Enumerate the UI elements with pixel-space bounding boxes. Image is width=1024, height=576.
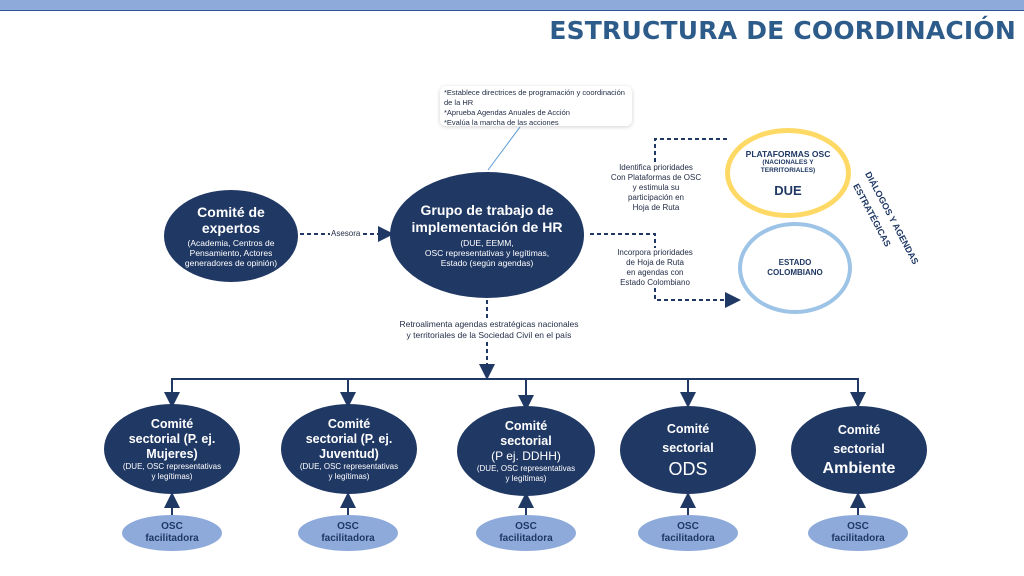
platforms-osc-node: PLATAFORMAS OSC (NACIONALES Y TERRITORIA… (725, 128, 851, 218)
committee-women-body: (DUE, OSC representativas y legítimas) (122, 461, 222, 481)
advise-label: Asesora (330, 229, 362, 239)
callout-pointer (487, 126, 521, 171)
state-node: ESTADO COLOMBIANO (738, 222, 852, 314)
committee-youth-title: Comité sectorial (P. ej. Juventud) (305, 416, 393, 461)
osc-facilitator-2: OSC facilitadora (298, 515, 398, 551)
committee-hr-sub: (P ej. DDHH) (491, 448, 561, 463)
feedback-note: Retroalimenta agendas estratégicas nacio… (362, 319, 616, 341)
osc-facilitator-3: OSC facilitadora (476, 515, 576, 551)
committee-environment: Comité sectorial Ambiente (791, 406, 927, 494)
committee-hr-body: (DUE, OSC representativas y legítimas) (476, 463, 576, 483)
osc-facilitator-5: OSC facilitadora (808, 515, 908, 551)
working-group: Grupo de trabajo de implementación de HR… (390, 172, 584, 298)
platforms-subtitle: (NACIONALES Y TERRITORIALES) (760, 158, 816, 174)
committee-env-title: Comité sectorial (833, 423, 885, 456)
committee-env-big: Ambiente (822, 460, 896, 477)
committee-sdg-title: Comité sectorial (662, 422, 714, 455)
identify-note: Identifica prioridades Con Plataformas d… (596, 163, 716, 213)
callout-box: *Establece directrices de programación y… (440, 86, 632, 127)
committee-youth: Comité sectorial (P. ej. Juventud) (DUE,… (281, 404, 417, 494)
side-label: DIÁLOGOS Y AGENDAS ESTRATÉGICAS (848, 168, 920, 266)
committee-women-title: Comité sectorial (P. ej. Mujeres) (128, 416, 216, 461)
committee-youth-body: (DUE, OSC representativas y legítimas) (299, 461, 399, 481)
osc-facilitator-1: OSC facilitadora (122, 515, 222, 551)
experts-committee: Comité de expertos (Academia, Centros de… (164, 190, 298, 282)
experts-title: Comité de expertos (197, 204, 265, 236)
platforms-title: PLATAFORMAS OSC (745, 148, 831, 159)
experts-body: (Academia, Centros de Pensamiento, Actor… (184, 238, 278, 268)
state-title: ESTADO COLOMBIANO (767, 258, 823, 277)
incorporate-note: Incorpora prioridades de Hoja de Ruta en… (598, 248, 712, 288)
committee-women: Comité sectorial (P. ej. Mujeres) (DUE, … (104, 404, 240, 494)
committee-human-rights: Comité sectorial (P ej. DDHH) (DUE, OSC … (457, 406, 595, 496)
top-bar (0, 0, 1024, 11)
group-title: Grupo de trabajo de implementación de HR (411, 202, 563, 235)
page-title: ESTRUCTURA DE COORDINACIÓN (549, 16, 1016, 45)
committee-sdg-big: ODS (668, 459, 708, 479)
committee-hr-title: Comité sectorial (500, 418, 552, 448)
platforms-due: DUE (774, 182, 802, 198)
committee-sdg: Comité sectorial ODS (620, 406, 756, 494)
osc-facilitator-4: OSC facilitadora (638, 515, 738, 551)
group-body: (DUE, EEMM, OSC representativas y legíti… (424, 238, 550, 268)
